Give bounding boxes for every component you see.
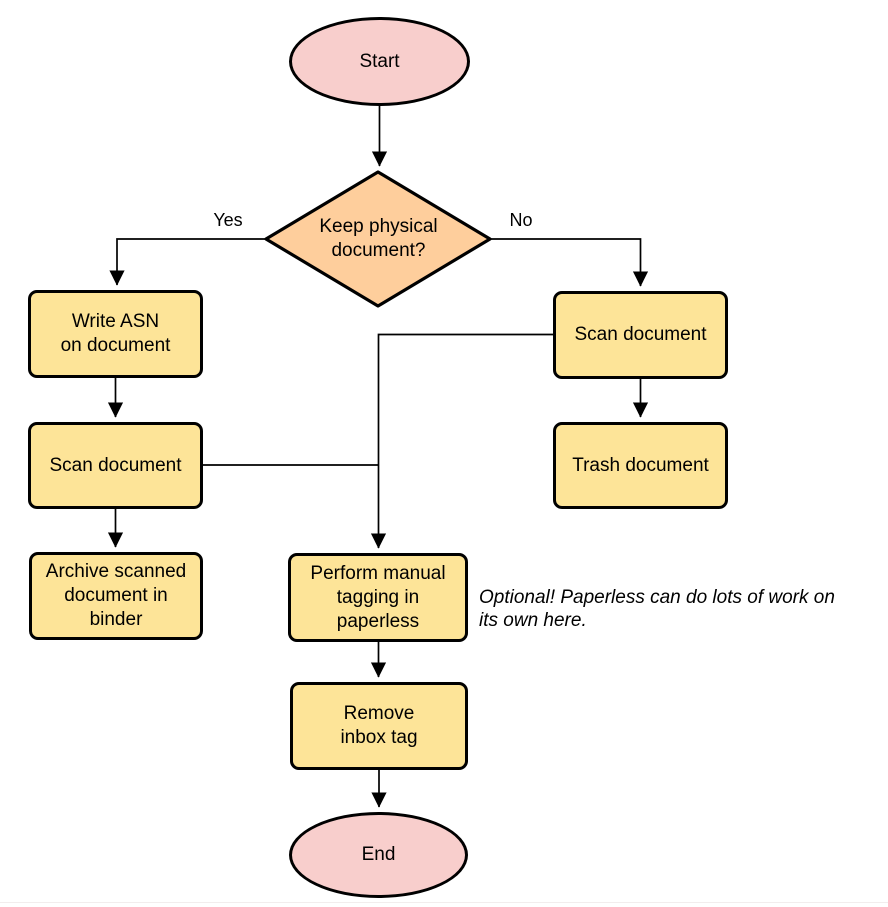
node-trash-document: Trash document bbox=[553, 422, 728, 509]
node-scan-document-right-label: Scan document bbox=[574, 324, 707, 345]
edge-label-yes: Yes bbox=[213, 210, 243, 230]
node-end-label: End bbox=[361, 844, 396, 865]
node-archive-binder-label: Archive scanned document in binder bbox=[45, 561, 187, 630]
node-write-asn: Write ASN on document bbox=[28, 290, 203, 378]
node-manual-tagging-label: Perform manual tagging in paperless bbox=[310, 562, 446, 632]
decision-diamond-shape bbox=[264, 170, 492, 308]
edge-yes-branch bbox=[109, 238, 266, 286]
node-start: Start bbox=[289, 17, 470, 106]
node-start-label: Start bbox=[359, 50, 400, 72]
node-decision-label: Keep physical document? bbox=[319, 216, 438, 261]
node-scan-document-right: Scan document bbox=[553, 291, 728, 379]
annotation-optional-note: Optional! Paperless can do lots of work … bbox=[479, 587, 835, 631]
node-decision: Keep physical document? bbox=[288, 214, 469, 264]
node-scan-document-left: Scan document bbox=[28, 422, 203, 509]
node-manual-tagging: Perform manual tagging in paperless bbox=[288, 553, 468, 642]
node-write-asn-label: Write ASN on document bbox=[60, 311, 171, 356]
node-end: End bbox=[289, 812, 468, 898]
node-scan-document-left-label: Scan document bbox=[49, 454, 182, 476]
node-remove-inbox-tag-label: Remove inbox tag bbox=[340, 703, 418, 748]
bottom-divider bbox=[0, 902, 888, 903]
edge-label-no: No bbox=[509, 210, 533, 230]
node-archive-binder: Archive scanned document in binder bbox=[29, 552, 203, 640]
node-trash-document-label: Trash document bbox=[572, 454, 709, 476]
node-remove-inbox-tag: Remove inbox tag bbox=[290, 682, 468, 770]
edge-no-branch bbox=[490, 238, 649, 287]
edge-scanright-to-tagging bbox=[370, 333, 553, 549]
